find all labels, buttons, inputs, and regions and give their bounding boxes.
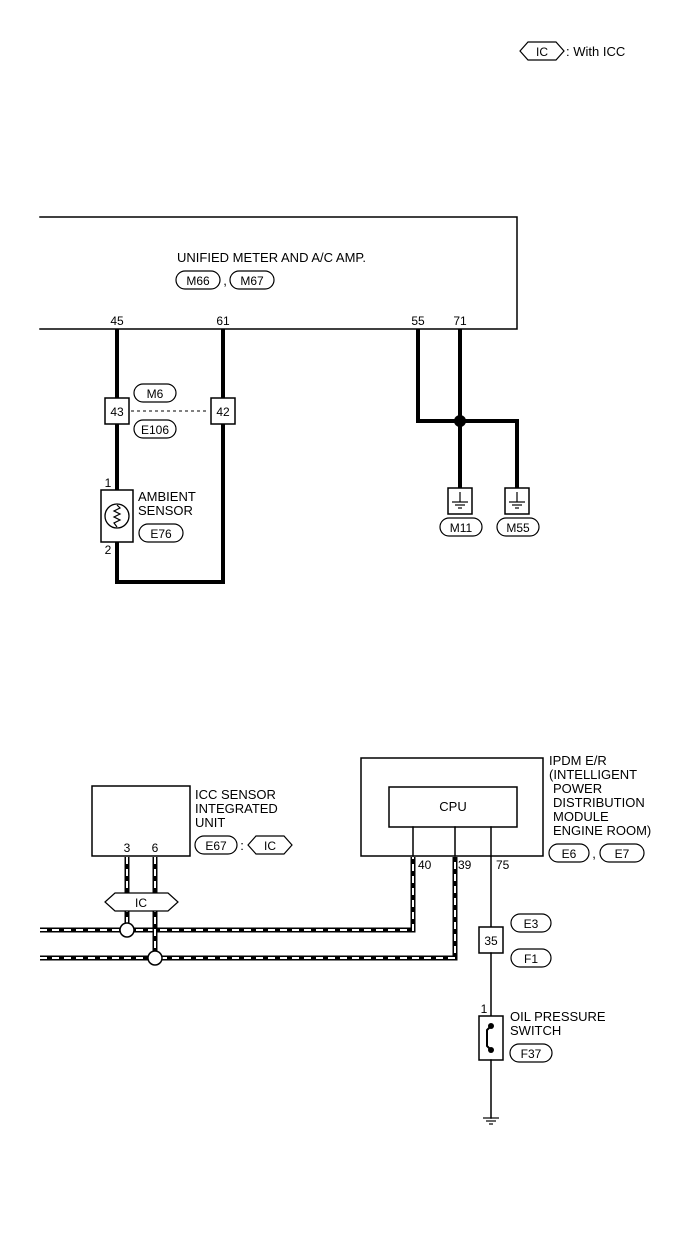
ambient-pin-2: 2 <box>105 543 112 557</box>
ambient-sensor-wires <box>115 329 225 584</box>
ground-wires: M11 M55 <box>416 329 540 537</box>
can-line-upper <box>40 857 416 933</box>
icc-sensor-unit: ICC SENSOR INTEGRATED UNIT E67 : IC 3 6 <box>91 785 293 857</box>
oil-junction-pin: 35 <box>484 934 498 948</box>
wire-55 <box>416 329 519 490</box>
ambient-label-1: AMBIENT <box>138 489 196 504</box>
junction-pin-43: 43 <box>110 405 124 419</box>
can-lines: IC <box>40 857 458 966</box>
unified-meter-unit: UNIFIED METER AND A/C AMP. M66 , M67 45 … <box>39 216 518 330</box>
ipdm-label-2: (INTELLIGENT <box>549 767 637 782</box>
ground-m11: M11 <box>450 521 473 535</box>
ambient-label-2: SENSOR <box>138 503 193 518</box>
ipdm-label-1: IPDM E/R <box>549 753 607 768</box>
oil-switch-label-2: SWITCH <box>510 1023 561 1038</box>
ipdm-connector-1: E6 <box>562 847 577 861</box>
junction-connector-43-42: 43 42 M6 E106 <box>104 383 236 439</box>
icc-unit-box <box>91 785 191 857</box>
oil-switch-connector: F37 <box>521 1047 542 1061</box>
oil-switch-pin: 1 <box>481 1002 488 1016</box>
bus-tag-shape <box>104 892 179 912</box>
meter-pin-71: 71 <box>453 314 467 328</box>
icc-tag: IC <box>264 839 276 853</box>
can-splice-open <box>119 922 135 938</box>
oil-switch-body <box>478 1015 504 1061</box>
can-line-upper-stripe <box>40 857 414 931</box>
ambient-pin-1: 1 <box>105 476 112 490</box>
oil-switch-label-1: OIL PRESSURE <box>510 1009 606 1024</box>
junction-conn-bottom: E106 <box>141 423 169 437</box>
meter-connector-badge <box>175 270 221 290</box>
meter-connector-badge <box>229 270 275 290</box>
ipdm-connector-badge <box>548 843 590 863</box>
cpu-box <box>388 786 518 828</box>
ipdm-connector-badge <box>599 843 645 863</box>
can-line-lower-stripe <box>40 857 456 959</box>
bus-tag: IC <box>135 896 147 910</box>
icc-label-2: INTEGRATED <box>195 801 278 816</box>
ipdm-pin-40: 40 <box>418 858 432 872</box>
ground-icon <box>509 492 525 509</box>
icc-pin-3: 3 <box>124 841 131 855</box>
splice-dot <box>454 415 466 427</box>
icc-colon: : <box>240 838 244 853</box>
meter-pin-45: 45 <box>110 314 124 328</box>
legend-tag: IC <box>536 45 548 59</box>
meter-connector-2: M67 <box>240 274 264 288</box>
meter-pin-61: 61 <box>216 314 230 328</box>
wire-sensor-return <box>115 422 225 584</box>
oil-junction-conn-bottom: F1 <box>524 952 538 966</box>
ground-icon <box>483 1117 499 1125</box>
icc-pin-6: 6 <box>152 841 159 855</box>
junction-pin-42: 42 <box>216 405 230 419</box>
icc-connector: E67 <box>205 839 227 853</box>
oil-switch-badge <box>509 1043 553 1063</box>
meter-title: UNIFIED METER AND A/C AMP. <box>177 250 366 265</box>
cpu-label: CPU <box>439 799 466 814</box>
ipdm-er-unit: CPU IPDM E/R (INTELLIGENT POWER DISTRIBU… <box>360 753 651 872</box>
ground-m55: M55 <box>506 521 530 535</box>
junction-connector-badge <box>133 383 177 403</box>
ipdm-label-6: ENGINE ROOM) <box>553 823 651 838</box>
ground-icon <box>452 492 468 509</box>
oil-pressure-circuit: 35 E3 F1 1 OIL PRESSURE SWITCH F37 <box>478 856 606 1125</box>
junction-pin-box-42 <box>210 397 236 425</box>
oil-junction-badge <box>510 948 552 968</box>
ipdm-label-5: MODULE <box>553 809 609 824</box>
junction-conn-top: M6 <box>147 387 164 401</box>
ipdm-pin-39: 39 <box>458 858 472 872</box>
icc-connector-badge <box>194 835 238 855</box>
ambient-connector: E76 <box>150 527 172 541</box>
can-splice-open <box>147 950 163 966</box>
ambient-sensor: 1 2 AMBIENT SENSOR E76 <box>100 476 196 557</box>
icc-tag-shape <box>247 835 293 855</box>
ipdm-label-3: POWER <box>553 781 602 796</box>
ground-connector-badge <box>439 517 483 537</box>
resistor-zigzag-icon <box>112 504 122 528</box>
meter-connector-sep: , <box>223 273 227 288</box>
meter-pin-55: 55 <box>411 314 425 328</box>
meter-box-outline <box>39 216 518 330</box>
ipdm-label-4: DISTRIBUTION <box>553 795 645 810</box>
oil-junction-box <box>478 926 504 954</box>
ground-connector-badge <box>496 517 540 537</box>
ipdm-connector-sep: , <box>592 846 596 861</box>
meter-connector-1: M66 <box>186 274 210 288</box>
can-line-lower <box>40 857 458 961</box>
switch-icon <box>486 1023 494 1053</box>
icc-label-1: ICC SENSOR <box>195 787 276 802</box>
junction-connector-badge <box>133 419 177 439</box>
legend-tag-shape <box>519 41 565 61</box>
icc-label-3: UNIT <box>195 815 225 830</box>
legend: IC : With ICC <box>519 41 625 61</box>
ipdm-pin-75: 75 <box>496 858 510 872</box>
ipdm-connector-2: E7 <box>615 847 630 861</box>
ambient-connector-badge <box>138 523 184 543</box>
legend-text: : With ICC <box>566 44 625 59</box>
oil-junction-badge <box>510 913 552 933</box>
junction-pin-box-43 <box>104 397 130 425</box>
oil-junction-conn-top: E3 <box>524 917 539 931</box>
